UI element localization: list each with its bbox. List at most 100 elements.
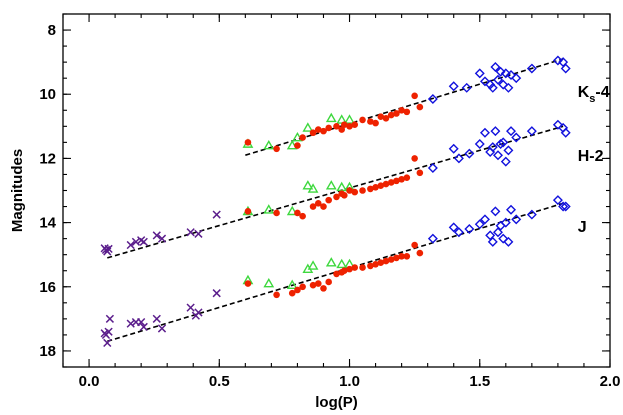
red-circle-point xyxy=(320,127,327,135)
red-circle-point xyxy=(333,193,340,201)
blue-diamond-point xyxy=(493,227,503,238)
blue-diamond-point xyxy=(500,68,511,79)
blue-diamond-point xyxy=(448,143,459,154)
red-circle-point xyxy=(333,270,340,278)
red-circle-point xyxy=(359,116,366,124)
red-circle-point xyxy=(346,265,353,273)
blue-diamond-point xyxy=(511,214,522,225)
blue-diamond-point xyxy=(448,222,459,233)
blue-diamond-point xyxy=(511,73,522,84)
red-circle-point xyxy=(382,114,390,122)
x-tick-label: 1.0 xyxy=(339,373,360,390)
red-circle-point xyxy=(346,187,353,194)
red-circle-point xyxy=(377,113,385,120)
fit-line-ks-4 xyxy=(245,58,564,156)
blue-diamond-point xyxy=(560,63,571,74)
x-tick-label: 1.5 xyxy=(469,373,490,390)
blue-diamond-point xyxy=(427,233,438,244)
red-circle-point xyxy=(338,126,346,133)
red-circle-point xyxy=(273,291,280,299)
red-circle-point xyxy=(299,283,306,291)
purple-cross-point xyxy=(212,210,221,219)
blue-diamond-point xyxy=(558,57,569,68)
green-triangle-point xyxy=(286,205,298,216)
blue-diamond-point xyxy=(474,219,485,230)
band-label-main: H-2 xyxy=(578,148,604,165)
purple-cross-point xyxy=(194,229,203,238)
blue-diamond-point xyxy=(526,209,537,220)
red-circle-point xyxy=(346,123,353,130)
green-triangle-point xyxy=(307,183,319,193)
red-circle-point xyxy=(341,192,348,199)
blue-diamond-point xyxy=(474,138,485,149)
purple-cross-point xyxy=(104,244,113,254)
blue-diamond-point xyxy=(500,217,511,228)
red-circle-point xyxy=(309,203,317,210)
x-tick-label: 0.5 xyxy=(209,373,230,390)
red-circle-point xyxy=(320,203,327,210)
red-circle-point xyxy=(341,267,348,275)
red-circle-point xyxy=(320,285,327,292)
blue-diamond-point xyxy=(560,127,571,138)
purple-cross-point xyxy=(152,314,161,323)
blue-diamond-point xyxy=(552,55,563,66)
blue-diamond-point xyxy=(461,82,472,93)
blue-diamond-point xyxy=(493,74,503,85)
blue-diamond-point xyxy=(479,127,490,138)
red-circle-point xyxy=(325,278,332,286)
green-triangle-point xyxy=(336,258,348,269)
green-triangle-point xyxy=(263,277,275,288)
red-circle-point xyxy=(325,196,332,204)
red-circle-point xyxy=(367,185,374,193)
data-points xyxy=(100,55,571,348)
red-circle-point xyxy=(273,209,280,217)
red-circle-point xyxy=(309,129,317,137)
purple-cross-point xyxy=(131,237,141,246)
green-triangle-point xyxy=(344,114,355,124)
red-circle-point xyxy=(288,289,296,297)
band-label: H-2 xyxy=(578,148,604,165)
blue-diamond-point xyxy=(493,150,503,161)
red-circle-point xyxy=(372,183,379,191)
red-circle-point xyxy=(398,252,405,260)
red-circle-point xyxy=(411,241,418,249)
blue-diamond-point xyxy=(503,236,514,247)
blue-diamond-point xyxy=(498,137,509,148)
red-circle-point xyxy=(273,145,280,153)
red-circle-point xyxy=(309,281,317,289)
green-triangle-point xyxy=(302,122,314,132)
band-label-main: J xyxy=(578,219,587,236)
green-triangle-point xyxy=(325,180,337,190)
y-tick-label: 16 xyxy=(39,279,56,296)
green-triangle-point xyxy=(307,260,319,270)
band-label: J xyxy=(578,219,587,236)
red-circle-point xyxy=(314,200,322,207)
red-circle-point xyxy=(403,108,411,116)
x-tick-label: 2.0 xyxy=(600,373,621,390)
red-circle-point xyxy=(294,142,301,149)
red-circle-point xyxy=(351,121,359,129)
x-axis-label: log(P) xyxy=(315,394,358,411)
purple-cross-point xyxy=(157,324,167,333)
band-label: Ks-4 xyxy=(578,84,610,105)
purple-cross-point xyxy=(137,317,146,327)
blue-diamond-point xyxy=(506,126,517,137)
green-triangle-point xyxy=(302,180,314,190)
blue-diamond-point xyxy=(511,132,522,143)
blue-diamond-point xyxy=(487,82,498,93)
blue-diamond-point xyxy=(474,68,485,79)
blue-diamond-point xyxy=(487,236,498,247)
blue-diamond-point xyxy=(498,79,509,90)
red-circle-point xyxy=(387,179,395,186)
red-circle-point xyxy=(387,256,395,263)
fit-line-j xyxy=(107,202,564,343)
blue-diamond-point xyxy=(552,119,563,130)
blue-diamond-point xyxy=(495,66,506,77)
band-label-main: K xyxy=(578,84,590,101)
red-circle-point xyxy=(393,254,400,262)
fit-line-h-2 xyxy=(107,125,564,259)
red-circle-point xyxy=(411,92,418,100)
red-circle-point xyxy=(294,209,301,217)
red-circle-point xyxy=(387,111,395,119)
